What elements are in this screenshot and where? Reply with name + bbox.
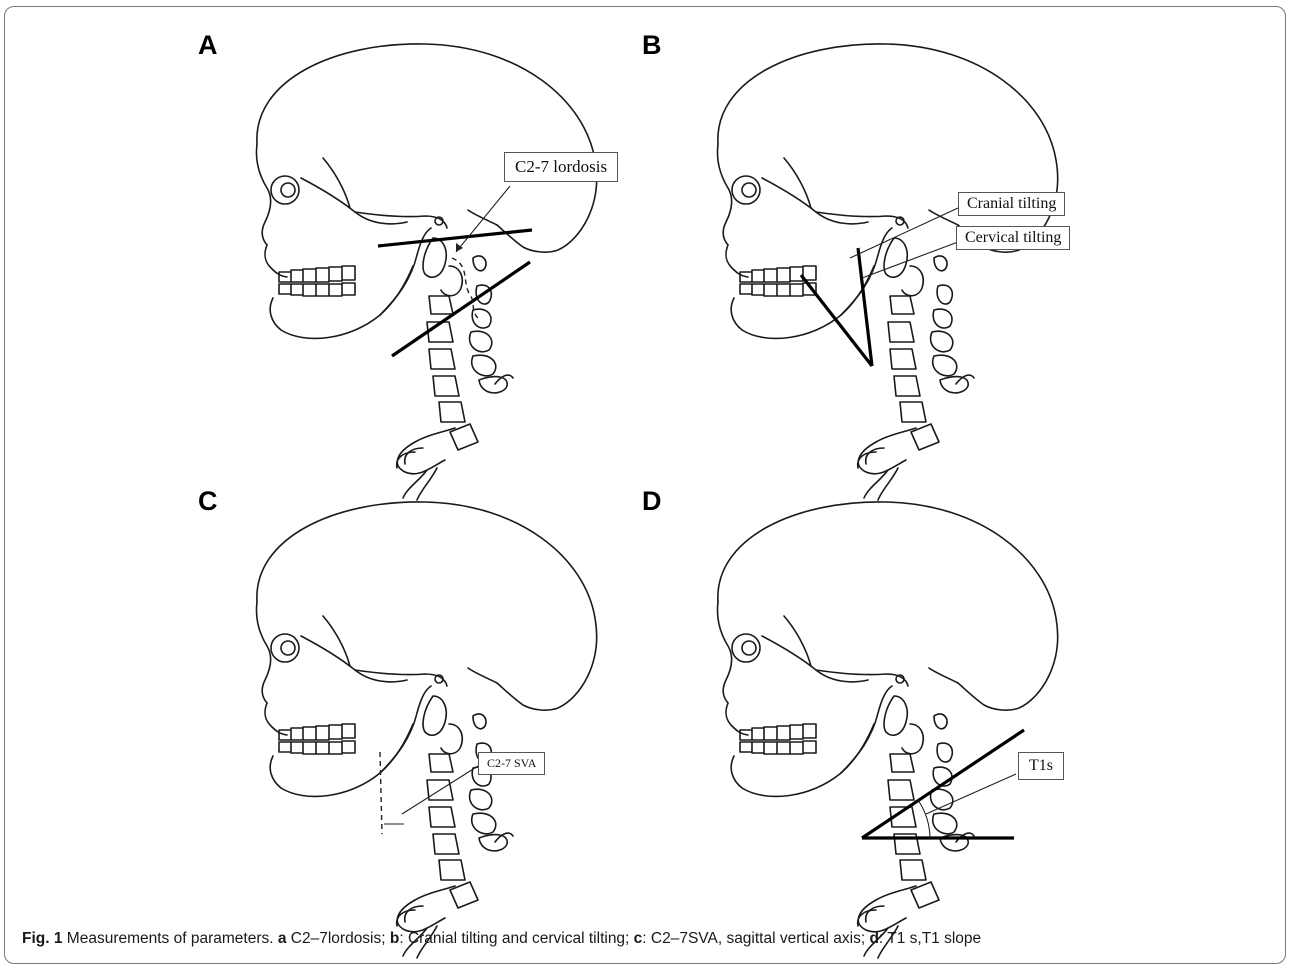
c2-7-lordosis-label: C2-7 lordosis xyxy=(504,152,618,182)
t1-endplate-line xyxy=(862,730,1024,838)
cervical-tilting-label: Cervical tilting xyxy=(956,226,1070,250)
figure-caption: Fig. 1 Measurements of parameters. a C2–… xyxy=(22,930,981,948)
caption-text-a: C2–7lordosis; xyxy=(286,930,389,947)
c2-line xyxy=(378,230,532,246)
caption-intro: Measurements of parameters. xyxy=(62,930,277,947)
caption-key-b: b xyxy=(390,930,399,947)
t1s-label: T1s xyxy=(1018,752,1064,780)
cranial-tilting-label: Cranial tilting xyxy=(958,192,1065,216)
panel-a: A C2-7 lordosis xyxy=(0,0,620,460)
cranial-leader xyxy=(850,208,958,258)
skull-neck-illustration xyxy=(717,44,1057,500)
caption-text-b: : Cranial tilting and cervical tilting; xyxy=(399,930,633,947)
panel-d-drawing xyxy=(636,462,1256,922)
panel-a-drawing xyxy=(0,0,620,460)
caption-key-c: c xyxy=(634,930,643,947)
skull-neck-illustration xyxy=(717,502,1057,958)
panel-d: D T1s xyxy=(636,462,1256,922)
slope-angle-arc xyxy=(918,800,930,838)
panel-c: C C2-7 SVA xyxy=(0,462,620,922)
skull-neck-illustration xyxy=(256,502,596,958)
panel-c-drawing xyxy=(0,462,620,922)
label-leader xyxy=(456,186,510,252)
panel-b: B Cranial tilting Cervical tilting xyxy=(636,0,1256,460)
skull-neck-illustration xyxy=(256,44,596,500)
label-leader xyxy=(926,774,1016,814)
figure-number: Fig. 1 xyxy=(22,930,62,947)
caption-text-d: : T1 s,T1 slope xyxy=(879,930,981,947)
c2-7-sva-label: C2-7 SVA xyxy=(478,752,545,775)
caption-key-d: d xyxy=(869,930,878,947)
panel-b-drawing xyxy=(636,0,1256,460)
plumb-line xyxy=(380,752,382,834)
caption-text-c: : C2–7SVA, sagittal vertical axis; xyxy=(642,930,869,947)
